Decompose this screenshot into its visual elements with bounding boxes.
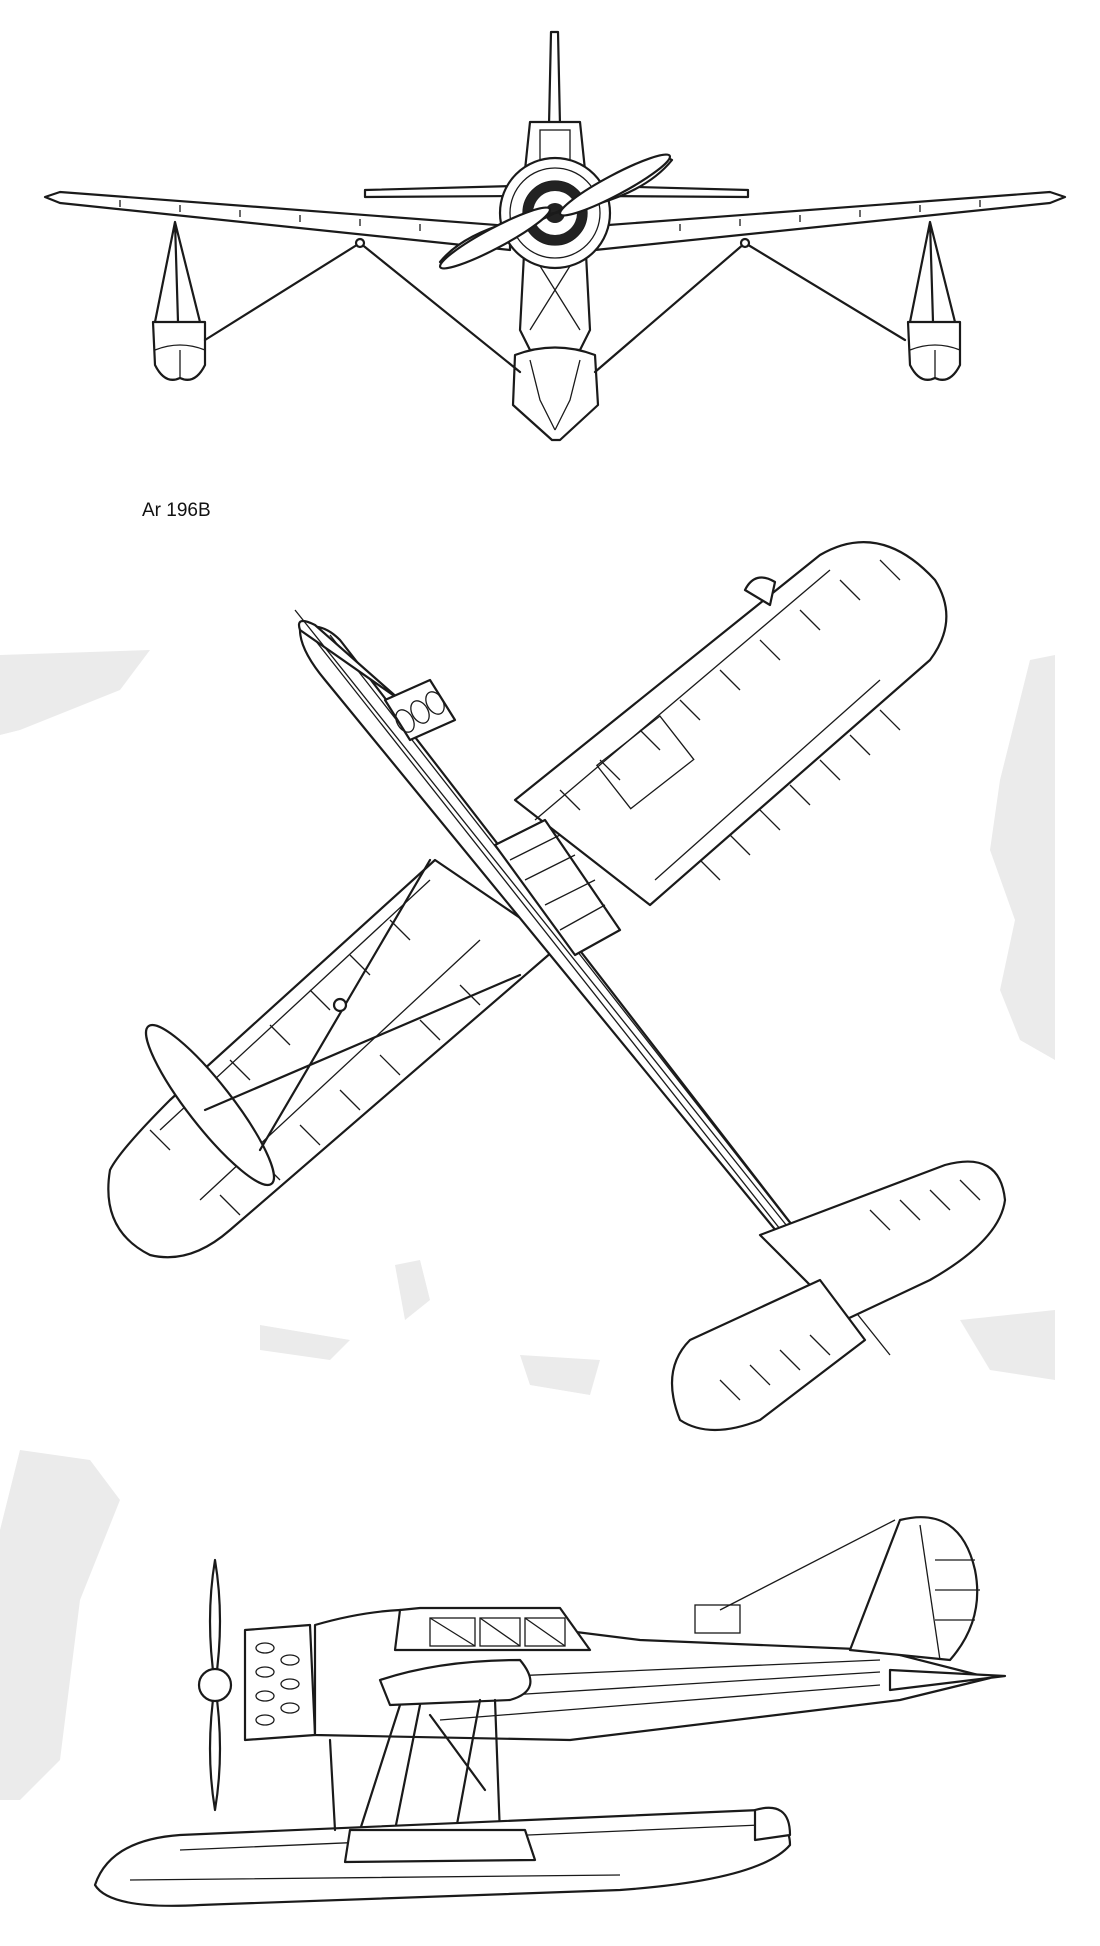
aircraft-designation-label: Ar 196B	[142, 500, 211, 521]
